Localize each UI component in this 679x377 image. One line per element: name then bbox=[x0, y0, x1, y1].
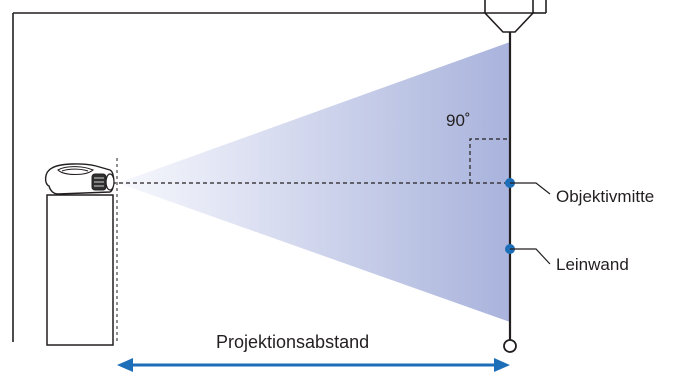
screen-bottom-ring bbox=[503, 339, 517, 353]
leinwand-label: Leinwand bbox=[556, 255, 629, 274]
projection-beam bbox=[118, 42, 510, 322]
projector-icon bbox=[44, 163, 115, 195]
projector-table bbox=[46, 194, 114, 346]
ceiling-mount-icon bbox=[483, 0, 535, 33]
room-wall bbox=[12, 0, 547, 342]
leinwand-leader bbox=[510, 248, 551, 265]
objektivmitte-leader bbox=[510, 182, 551, 195]
distance-label: Projektionsabstand bbox=[216, 332, 369, 352]
angle-label: 90˚ bbox=[446, 111, 471, 130]
distance-arrow bbox=[117, 358, 510, 372]
right-angle-marker bbox=[469, 138, 510, 183]
objektivmitte-label: Objektivmitte bbox=[556, 187, 654, 206]
